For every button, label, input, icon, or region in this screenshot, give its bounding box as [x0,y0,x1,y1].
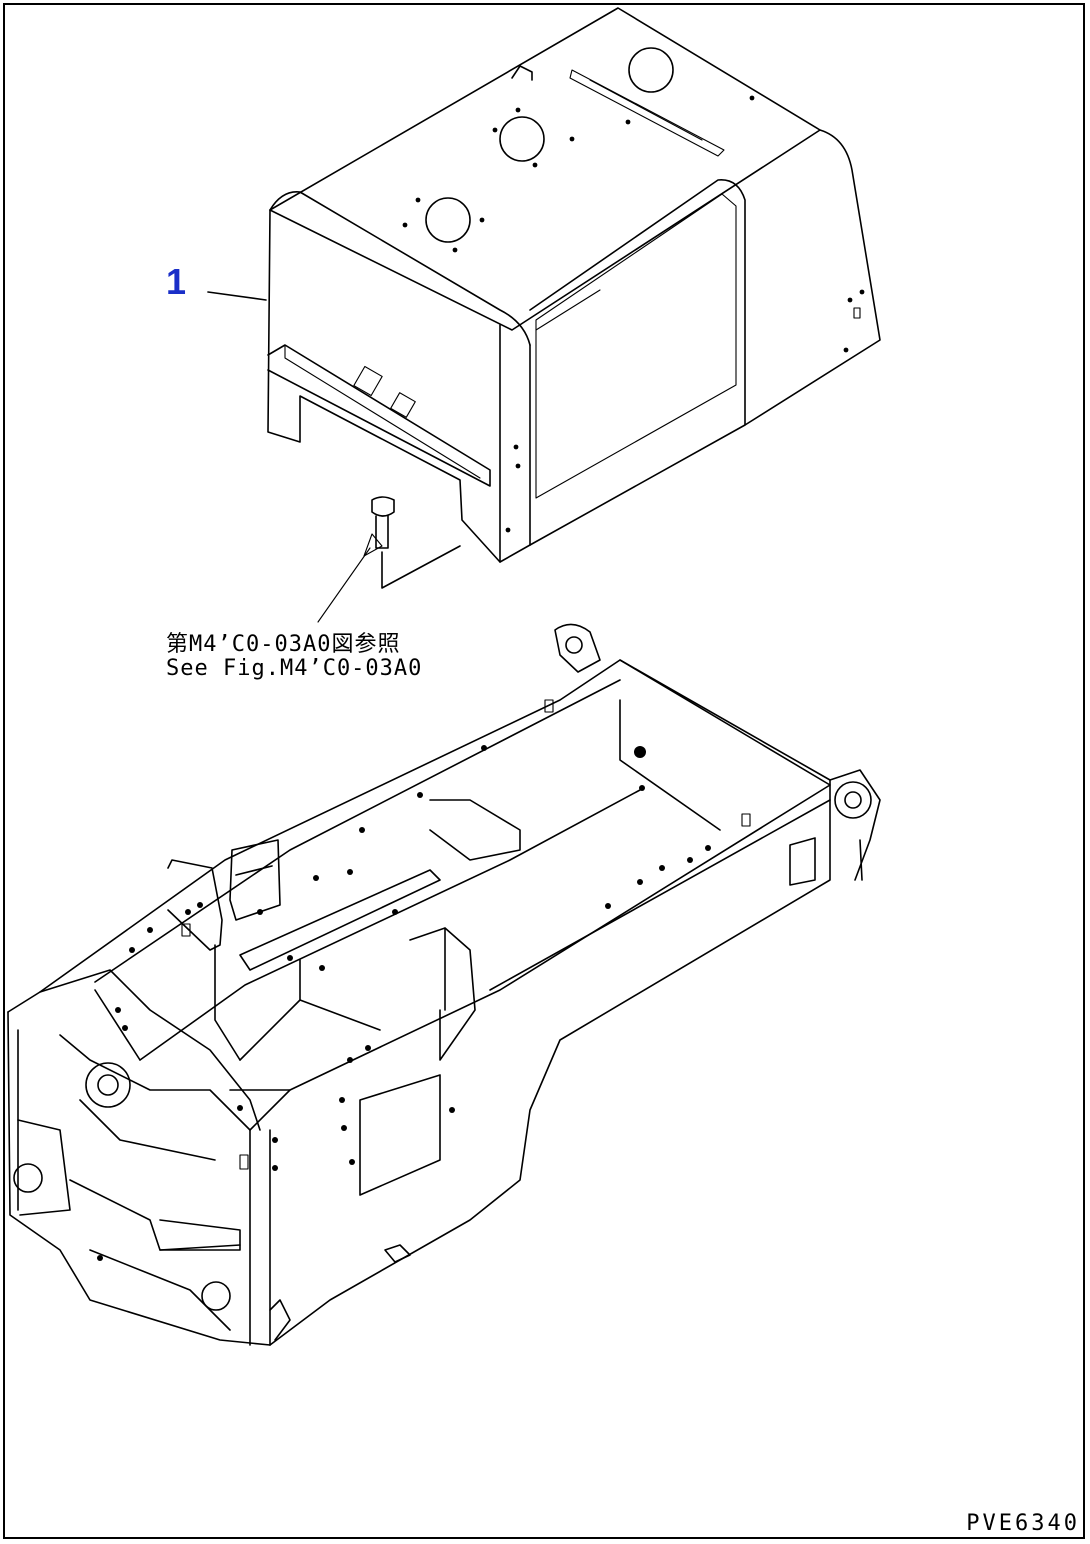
callout-1-leader [207,291,267,301]
engine-hood [267,7,881,563]
callout-number-1: 1 [166,261,187,302]
reference-note-japanese: 第M4’C0-03A0図参照 [166,632,401,657]
reference-leader [317,547,371,623]
mounting-bolt [363,496,461,589]
drawing-code: PVE6340 [966,1511,1080,1536]
reference-note-english: See Fig.M4’C0-03A0 [166,656,423,681]
drawing-frame [3,3,1085,1539]
main-frame [7,623,881,1346]
